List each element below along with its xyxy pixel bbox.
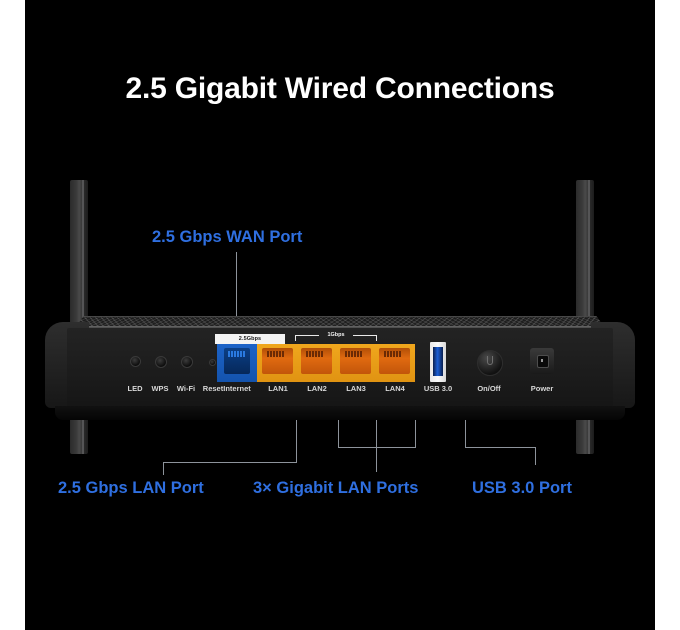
label-lan4: LAN4 xyxy=(385,384,405,393)
leader-line-gigabit-horiz xyxy=(338,447,416,448)
page-title: 2.5 Gigabit Wired Connections xyxy=(125,72,555,105)
leader-line-lan3 xyxy=(376,398,377,472)
leader-line-usb-drop xyxy=(535,447,536,465)
leader-line-usb xyxy=(465,398,466,448)
usb-port-inner xyxy=(433,347,443,376)
port-lan4[interactable] xyxy=(379,348,410,374)
wan-speed-badge: 2.5Gbps xyxy=(215,334,285,344)
rj45-pins-lan1 xyxy=(267,351,284,357)
wifi-button[interactable] xyxy=(181,356,193,368)
leader-line-lan1-horiz xyxy=(163,462,297,463)
label-lan3: LAN3 xyxy=(346,384,366,393)
label-power: Power xyxy=(530,384,554,393)
power-icon xyxy=(487,356,493,365)
lan-speed-bracket: 1Gbps xyxy=(295,332,377,343)
label-internet: Internet xyxy=(223,384,251,393)
label-lan1: LAN1 xyxy=(268,384,288,393)
label-led: LED xyxy=(127,384,143,393)
power-jack-hole xyxy=(537,355,549,368)
label-reset: Reset xyxy=(202,384,224,393)
router-top-edge xyxy=(65,326,615,329)
lan-speed-label: 1Gbps xyxy=(327,332,345,338)
label-lan2: LAN2 xyxy=(307,384,327,393)
label-wps: WPS xyxy=(151,384,169,393)
power-jack-pin xyxy=(541,359,543,362)
annotation-lan-25g-port: 2.5 Gbps LAN Port xyxy=(58,479,204,497)
leader-line-wan xyxy=(236,252,237,348)
rj45-pins-internet xyxy=(228,351,245,357)
leader-line-lan4 xyxy=(415,398,416,448)
port-internet[interactable] xyxy=(224,348,250,374)
product-image-canvas: 2.5 Gigabit Wired Connections 2.5 Gbps W… xyxy=(25,0,655,630)
leader-line-lan2 xyxy=(338,398,339,448)
wps-button[interactable] xyxy=(155,356,167,368)
annotation-usb-port: USB 3.0 Port xyxy=(472,479,572,497)
rj45-pins-lan2 xyxy=(306,351,323,357)
leader-line-lan1 xyxy=(296,398,297,463)
port-lan3[interactable] xyxy=(340,348,371,374)
label-wifi: Wi-Fi xyxy=(176,384,196,393)
label-onoff: On/Off xyxy=(477,384,501,393)
leader-line-lan1-drop xyxy=(163,462,164,475)
label-usb: USB 3.0 xyxy=(423,384,453,393)
annotation-wan-port: 2.5 Gbps WAN Port xyxy=(152,228,303,246)
reset-button[interactable] xyxy=(209,359,216,366)
leader-line-usb-horiz xyxy=(465,447,536,448)
router-base xyxy=(55,406,625,420)
router-device: 2.5Gbps 1Gbps xyxy=(25,180,655,454)
annotation-gigabit-lan-ports: 3× Gigabit LAN Ports xyxy=(253,479,419,497)
port-lan1[interactable] xyxy=(262,348,293,374)
rj45-pins-lan3 xyxy=(345,351,362,357)
rj45-pins-lan4 xyxy=(384,351,401,357)
led-button[interactable] xyxy=(130,356,141,367)
port-lan2[interactable] xyxy=(301,348,332,374)
